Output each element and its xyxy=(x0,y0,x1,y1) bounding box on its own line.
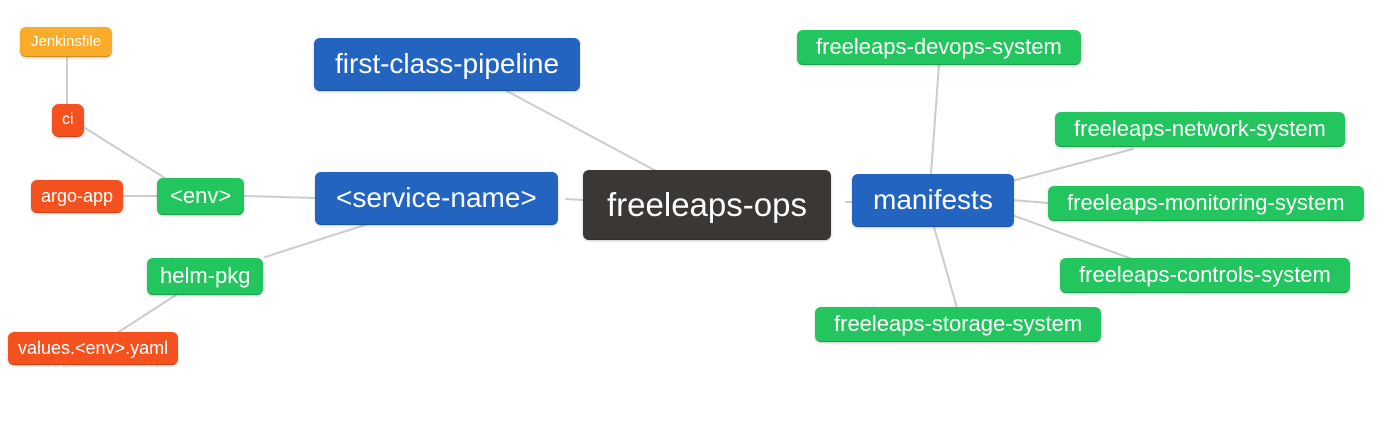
edge-env-service-name xyxy=(243,195,316,199)
node-values-env-yaml[interactable]: values.<env>.yaml xyxy=(8,332,179,365)
node-ci[interactable]: ci xyxy=(52,104,84,137)
node-jenkinsfile[interactable]: Jenkinsfile xyxy=(20,27,113,57)
node-freeleaps-monitoring-system[interactable]: freeleaps-monitoring-system xyxy=(1048,186,1364,221)
edge-pipeline-freeleaps-ops xyxy=(504,89,657,172)
node-freeleaps-devops-system[interactable]: freeleaps-devops-system xyxy=(797,30,1081,65)
node-freeleaps-ops[interactable]: freeleaps-ops xyxy=(583,170,831,240)
node-freeleaps-network-system[interactable]: freeleaps-network-system xyxy=(1055,112,1345,147)
node-env[interactable]: <env> xyxy=(157,178,245,215)
node-first-class-pipeline[interactable]: first-class-pipeline xyxy=(314,38,581,91)
edge-manifests-controls xyxy=(1011,214,1133,260)
node-service-name[interactable]: <service-name> xyxy=(315,172,558,225)
node-freeleaps-controls-system[interactable]: freeleaps-controls-system xyxy=(1060,258,1350,293)
edge-values-helm-pkg xyxy=(116,294,177,334)
edge-manifests-monitoring xyxy=(1011,199,1049,204)
node-argo-app[interactable]: argo-app xyxy=(31,180,124,213)
node-freeleaps-storage-system[interactable]: freeleaps-storage-system xyxy=(815,307,1102,342)
edge-manifests-storage xyxy=(933,226,958,309)
edge-manifests-network xyxy=(1011,148,1134,182)
edge-ci-env xyxy=(84,127,169,181)
edge-service-freeleaps-ops xyxy=(565,198,584,201)
node-manifests[interactable]: manifests xyxy=(852,174,1014,227)
node-helm-pkg[interactable]: helm-pkg xyxy=(147,258,264,295)
edge-helm-pkg-service-name xyxy=(264,223,369,258)
edge-manifests-devops xyxy=(930,63,940,175)
